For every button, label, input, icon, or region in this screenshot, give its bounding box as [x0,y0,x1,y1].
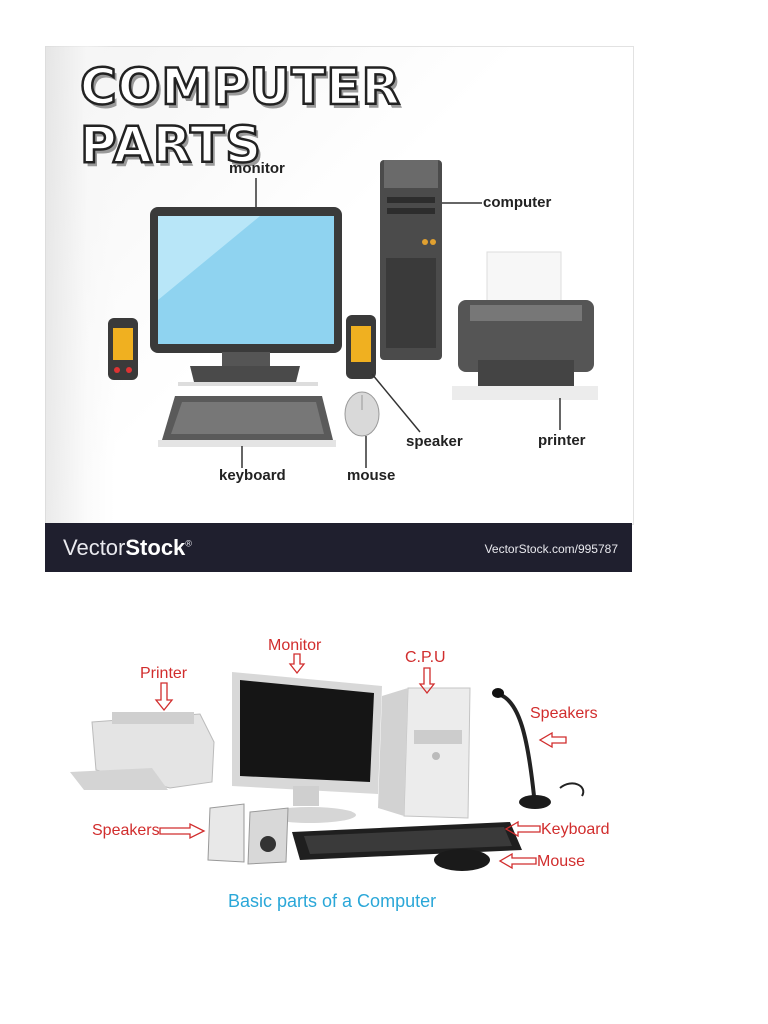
mouse-illustration [344,391,380,437]
speaker-right-illustration [346,315,376,379]
mouse-photo [434,849,490,871]
printer-photo [70,712,215,790]
label-speaker: speaker [406,433,463,450]
watermark-banner: VectorStock® VectorStock.com/995787 [45,523,632,572]
page-title: COMPUTER PARTS [79,57,401,176]
label-printer: printer [538,432,586,449]
figure-caption: Basic parts of a Computer [228,891,437,911]
label-printer-red: Printer [140,665,188,682]
label-keyboard: keyboard [219,467,286,484]
label-cpu: C.P.U [405,649,446,666]
brand-logo: VectorStock® [63,535,192,561]
keyboard-illustration [158,396,336,447]
printer-illustration [452,251,598,400]
cpu-tower-photo [378,687,471,819]
computer-tower-illustration [380,160,442,360]
stock-id: VectorStock.com/995787 [484,542,618,556]
label-speakers-right: Speakers [530,705,598,722]
microphone-speaker-photo [492,688,585,809]
label-keyboard-red: Keyboard [541,821,610,838]
label-computer: computer [483,194,552,211]
brand-mark: ® [185,538,192,549]
label-monitor: monitor [229,160,285,177]
label-speakers-left: Speakers [92,822,160,839]
brand-regular: Vector [63,535,126,560]
keyboard-photo [292,822,522,860]
label-leader-lines [241,178,561,468]
label-mouse-red: Mouse [537,853,586,870]
speakers-left-photo [207,803,289,865]
red-arrows [154,653,567,870]
speaker-left-illustration [108,318,138,380]
monitor-photo [232,672,382,823]
monitor-illustration [150,207,342,386]
brand-bold: Stock [125,535,186,560]
label-mouse: mouse [347,467,396,484]
label-monitor-red: Monitor [268,637,322,654]
